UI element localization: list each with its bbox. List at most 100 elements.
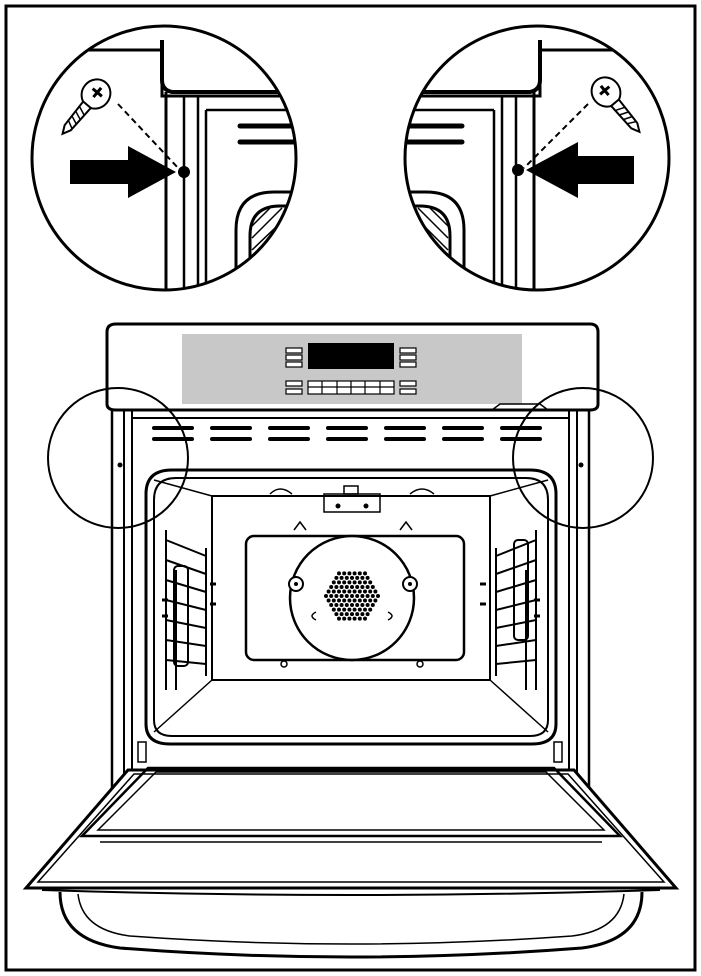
fan-hole [352,616,357,621]
fan-hole [344,612,349,617]
fan-hole [339,612,344,617]
fan-hole [357,580,362,585]
fan-hole [342,616,347,621]
fan-hole [339,594,344,598]
fan-hole [334,603,339,607]
fan-hole [329,594,334,598]
fan-hole [363,598,367,603]
fan-hole [329,585,334,589]
fan-hole [342,571,347,576]
fan-hole [350,612,354,617]
fan-hole [342,607,347,612]
fan-hole [344,603,349,607]
fan-hole [337,589,341,594]
fan-hole [355,612,360,617]
vent-slots [152,426,542,441]
fan-hole [347,571,352,576]
fan-hole [350,594,354,598]
fan-grille [324,571,380,621]
fan-hole [337,571,341,576]
fan-hole [368,580,373,585]
fan-hole [368,589,373,594]
fan-hole [365,612,370,617]
fan-hole [339,575,344,580]
fan-hole [350,585,354,589]
fan-hole [347,616,352,621]
detail-circle-left [30,24,298,292]
convection-fan [244,520,466,668]
fan-hole [352,589,357,594]
fan-hole [365,585,370,589]
fan-hole [326,598,331,603]
fan-hole [365,603,370,607]
fan-hole [352,580,357,585]
oven-cavity [144,468,558,746]
fan-hole [373,589,378,594]
fan-hole [370,594,375,598]
fan-hole [350,575,354,580]
fan-hole [342,580,347,585]
fan-hole [331,589,336,594]
oven-frame [110,410,591,790]
fan-hole [363,616,367,621]
fan-hole [360,575,365,580]
fan-hole [326,589,331,594]
fan-hole [331,598,336,603]
fan-hole [373,598,378,603]
fan-hole [363,571,367,576]
fan-hole [344,585,349,589]
fan-hole [360,612,365,617]
fan-hole [363,580,367,585]
fan-hole [329,603,334,607]
control-panel [105,322,600,412]
frame [4,4,697,972]
fan-hole [339,585,344,589]
fan-hole [352,598,357,603]
fan-hole [347,607,352,612]
fan-hole [334,612,339,617]
fan-hole [360,585,365,589]
detail-callout-right [512,387,654,529]
fan-hole [344,594,349,598]
fan-hole [360,594,365,598]
fan-hole [352,571,357,576]
fan-hole [357,598,362,603]
fan-hole [370,585,375,589]
fan-hole [365,594,370,598]
detail-callout-left [47,387,189,529]
fan-hole [355,594,360,598]
mounting-screw-icon [590,76,641,134]
mounting-screw-icon [61,78,112,136]
fan-hole [331,607,336,612]
fan-hole [337,580,341,585]
fan-hole [331,580,336,585]
arrow-icon [70,146,176,198]
arrow-icon [526,142,634,198]
fan-hole [355,585,360,589]
fan-hole [363,607,367,612]
fan-hole [337,607,341,612]
fan-hole [334,575,339,580]
oven-rack [162,530,216,690]
fan-hole [344,575,349,580]
oven-door [22,766,680,959]
fan-hole [350,603,354,607]
fan-hole [334,585,339,589]
fan-hole [368,607,373,612]
fan-hole [347,598,352,603]
display [308,343,394,369]
fan-hole [357,607,362,612]
fan-hole [355,603,360,607]
fan-hole [334,594,339,598]
detail-circle-right [403,24,671,292]
fan-hole [337,598,341,603]
fan-hole [357,616,362,621]
door-hinge [137,741,563,763]
fan-hole [342,598,347,603]
fan-hole [355,575,360,580]
oven-rack [480,530,540,690]
fan-hole [324,594,328,598]
fan-hole [370,603,375,607]
fan-hole [365,575,370,580]
